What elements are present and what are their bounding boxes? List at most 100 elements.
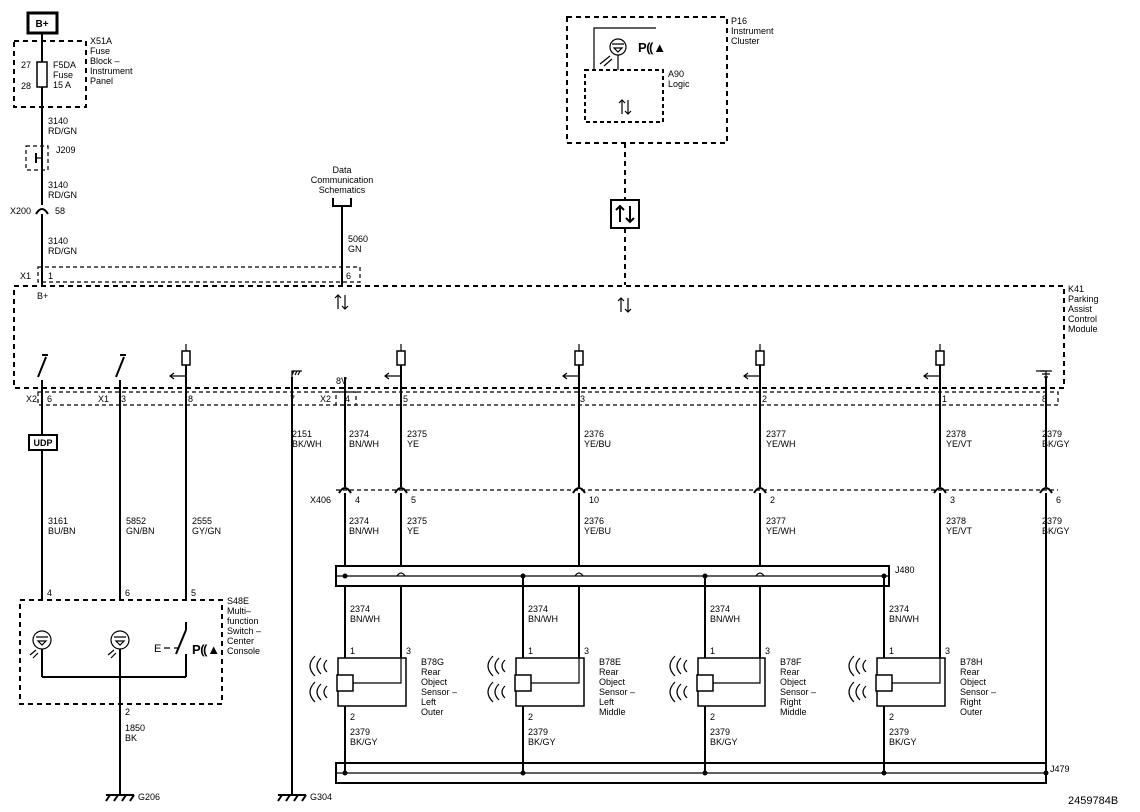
sensor-wave-icon — [669, 655, 688, 677]
cluster-name-2: Cluster — [731, 36, 760, 46]
sensor-name-line: Rear — [421, 667, 441, 677]
lower-wire-circuit: 2378 — [946, 516, 966, 526]
switch-name-5: Console — [227, 646, 260, 656]
figure-id: 2459784B — [1068, 795, 1118, 807]
feed-circuit-2: 3140 — [48, 180, 68, 190]
sensor-wave-icon — [669, 681, 688, 703]
cluster-ref: P16 — [731, 16, 747, 26]
switch-wire-circuit: 3161 — [48, 516, 68, 526]
x406-ref: X406 — [310, 495, 331, 505]
signal-arrow-icon — [384, 372, 401, 380]
module-name-2: Assist — [1068, 304, 1093, 314]
signal-ground-icon — [1040, 370, 1052, 378]
module-wire-circuit: 2377 — [766, 429, 786, 439]
data-comm-arrows-icon — [334, 294, 349, 310]
x406-cavity — [338, 487, 352, 494]
sensor-name-line: Object — [780, 677, 807, 687]
x200-ref: X200 — [10, 206, 31, 216]
module-wire-color: YE — [407, 439, 419, 449]
sensor-element-icon — [336, 674, 354, 692]
sensor-element-icon — [696, 674, 714, 692]
cluster-name-1: Instrument — [731, 26, 774, 36]
feed-circuit-1: 3140 — [48, 116, 68, 126]
module-bplus-label: B+ — [37, 291, 48, 301]
module-wire-color: BK/GY — [1042, 439, 1070, 449]
module-wire-circuit: 2374 — [349, 429, 369, 439]
x1-top-pin-1: 1 — [48, 271, 53, 281]
lower-wire-color: YE/BU — [584, 526, 611, 536]
module-pin-label: 1 — [942, 394, 947, 404]
sensor-gnd-circuit: 2379 — [528, 727, 548, 737]
logic-ref: A90 — [668, 69, 684, 79]
sensor-pin-3: 3 — [765, 646, 770, 656]
sensor-ref: B78H — [960, 657, 983, 667]
sensor-name-line: Left — [421, 697, 437, 707]
fuse-name: F5DA — [53, 60, 76, 70]
fuse-block-ref: X51A — [90, 36, 112, 46]
module-connector-label: X1 — [98, 394, 109, 404]
sensor-feed-circuit: 2374 — [889, 604, 909, 614]
splice-j209-box — [25, 145, 49, 171]
fuse-block-name-2: Block – — [90, 56, 120, 66]
sensor-pin-2: 2 — [710, 712, 715, 722]
x1-top-connector — [37, 266, 361, 283]
switch-name-1: Multi– — [227, 606, 251, 616]
sensor-feed-color: BN/WH — [889, 614, 919, 624]
x406-pin: 5 — [411, 495, 416, 505]
module-wire-circuit: 2378 — [946, 429, 966, 439]
data-comm-label-1: Data — [332, 165, 351, 175]
fuse-block-box — [13, 40, 87, 108]
splice-j209-label: J209 — [56, 145, 76, 155]
sensor-feed-circuit: 2374 — [350, 604, 370, 614]
module-connector-label: X2 — [26, 394, 37, 404]
data-comm-circuit: 5060 — [348, 234, 368, 244]
switch-pin-4: 4 — [47, 588, 52, 598]
module-wire-color: BK/WH — [292, 439, 322, 449]
bplus-label: B+ — [35, 19, 48, 30]
sensor-name-line: Object — [599, 677, 626, 687]
sensor-pin-3: 3 — [945, 646, 950, 656]
feed-color-2: RD/GN — [48, 190, 77, 200]
sensor-wave-icon — [848, 655, 867, 677]
internal-switch-1-icon — [37, 354, 48, 378]
lower-wire-circuit: 2374 — [349, 516, 369, 526]
x2-x1-connector — [37, 391, 357, 406]
switch-wire-color: GY/GN — [192, 526, 221, 536]
switch-wire-color: BU/BN — [48, 526, 76, 536]
sensor-element-icon — [514, 674, 532, 692]
fuse-pin-out: 28 — [21, 81, 31, 91]
lower-wire-color: YE/WH — [766, 526, 796, 536]
x406-cavity — [753, 487, 767, 494]
data-comm-label-3: Schematics — [319, 185, 366, 195]
x200-pin: 58 — [55, 206, 65, 216]
lower-wire-color: BN/WH — [349, 526, 379, 536]
feed-color-1: RD/GN — [48, 126, 77, 136]
sensor-pin-2: 2 — [350, 712, 355, 722]
module-pin-label: 3 — [580, 394, 585, 404]
sensor-name-line: Rear — [960, 667, 980, 677]
x406-pin: 10 — [589, 495, 599, 505]
switch-pin-5: 5 — [191, 588, 196, 598]
lower-wire-color: YE/VT — [946, 526, 973, 536]
sensor-gnd-color: BK/GY — [528, 737, 556, 747]
sensor-pin-2: 2 — [528, 712, 533, 722]
sensor-ref: B78E — [599, 657, 621, 667]
sensor-pin-1: 1 — [889, 646, 894, 656]
sensor-name-line: Sensor – — [599, 687, 635, 697]
feed-color-3: RD/GN — [48, 246, 77, 256]
module-wire-color: YE/VT — [946, 439, 973, 449]
sensor-gnd-circuit: 2379 — [889, 727, 909, 737]
module-k41-box — [13, 285, 1065, 389]
sensor-wave-icon — [309, 655, 328, 677]
sensor-feed-circuit: 2374 — [710, 604, 730, 614]
sensor-name-line: Rear — [599, 667, 619, 677]
sensor-name-line: Middle — [780, 707, 807, 717]
module-wire-color: YE/WH — [766, 439, 796, 449]
sensor-wave-icon — [848, 681, 867, 703]
fuse-rating: 15 A — [53, 80, 71, 90]
module-name-3: Control — [1068, 314, 1097, 324]
